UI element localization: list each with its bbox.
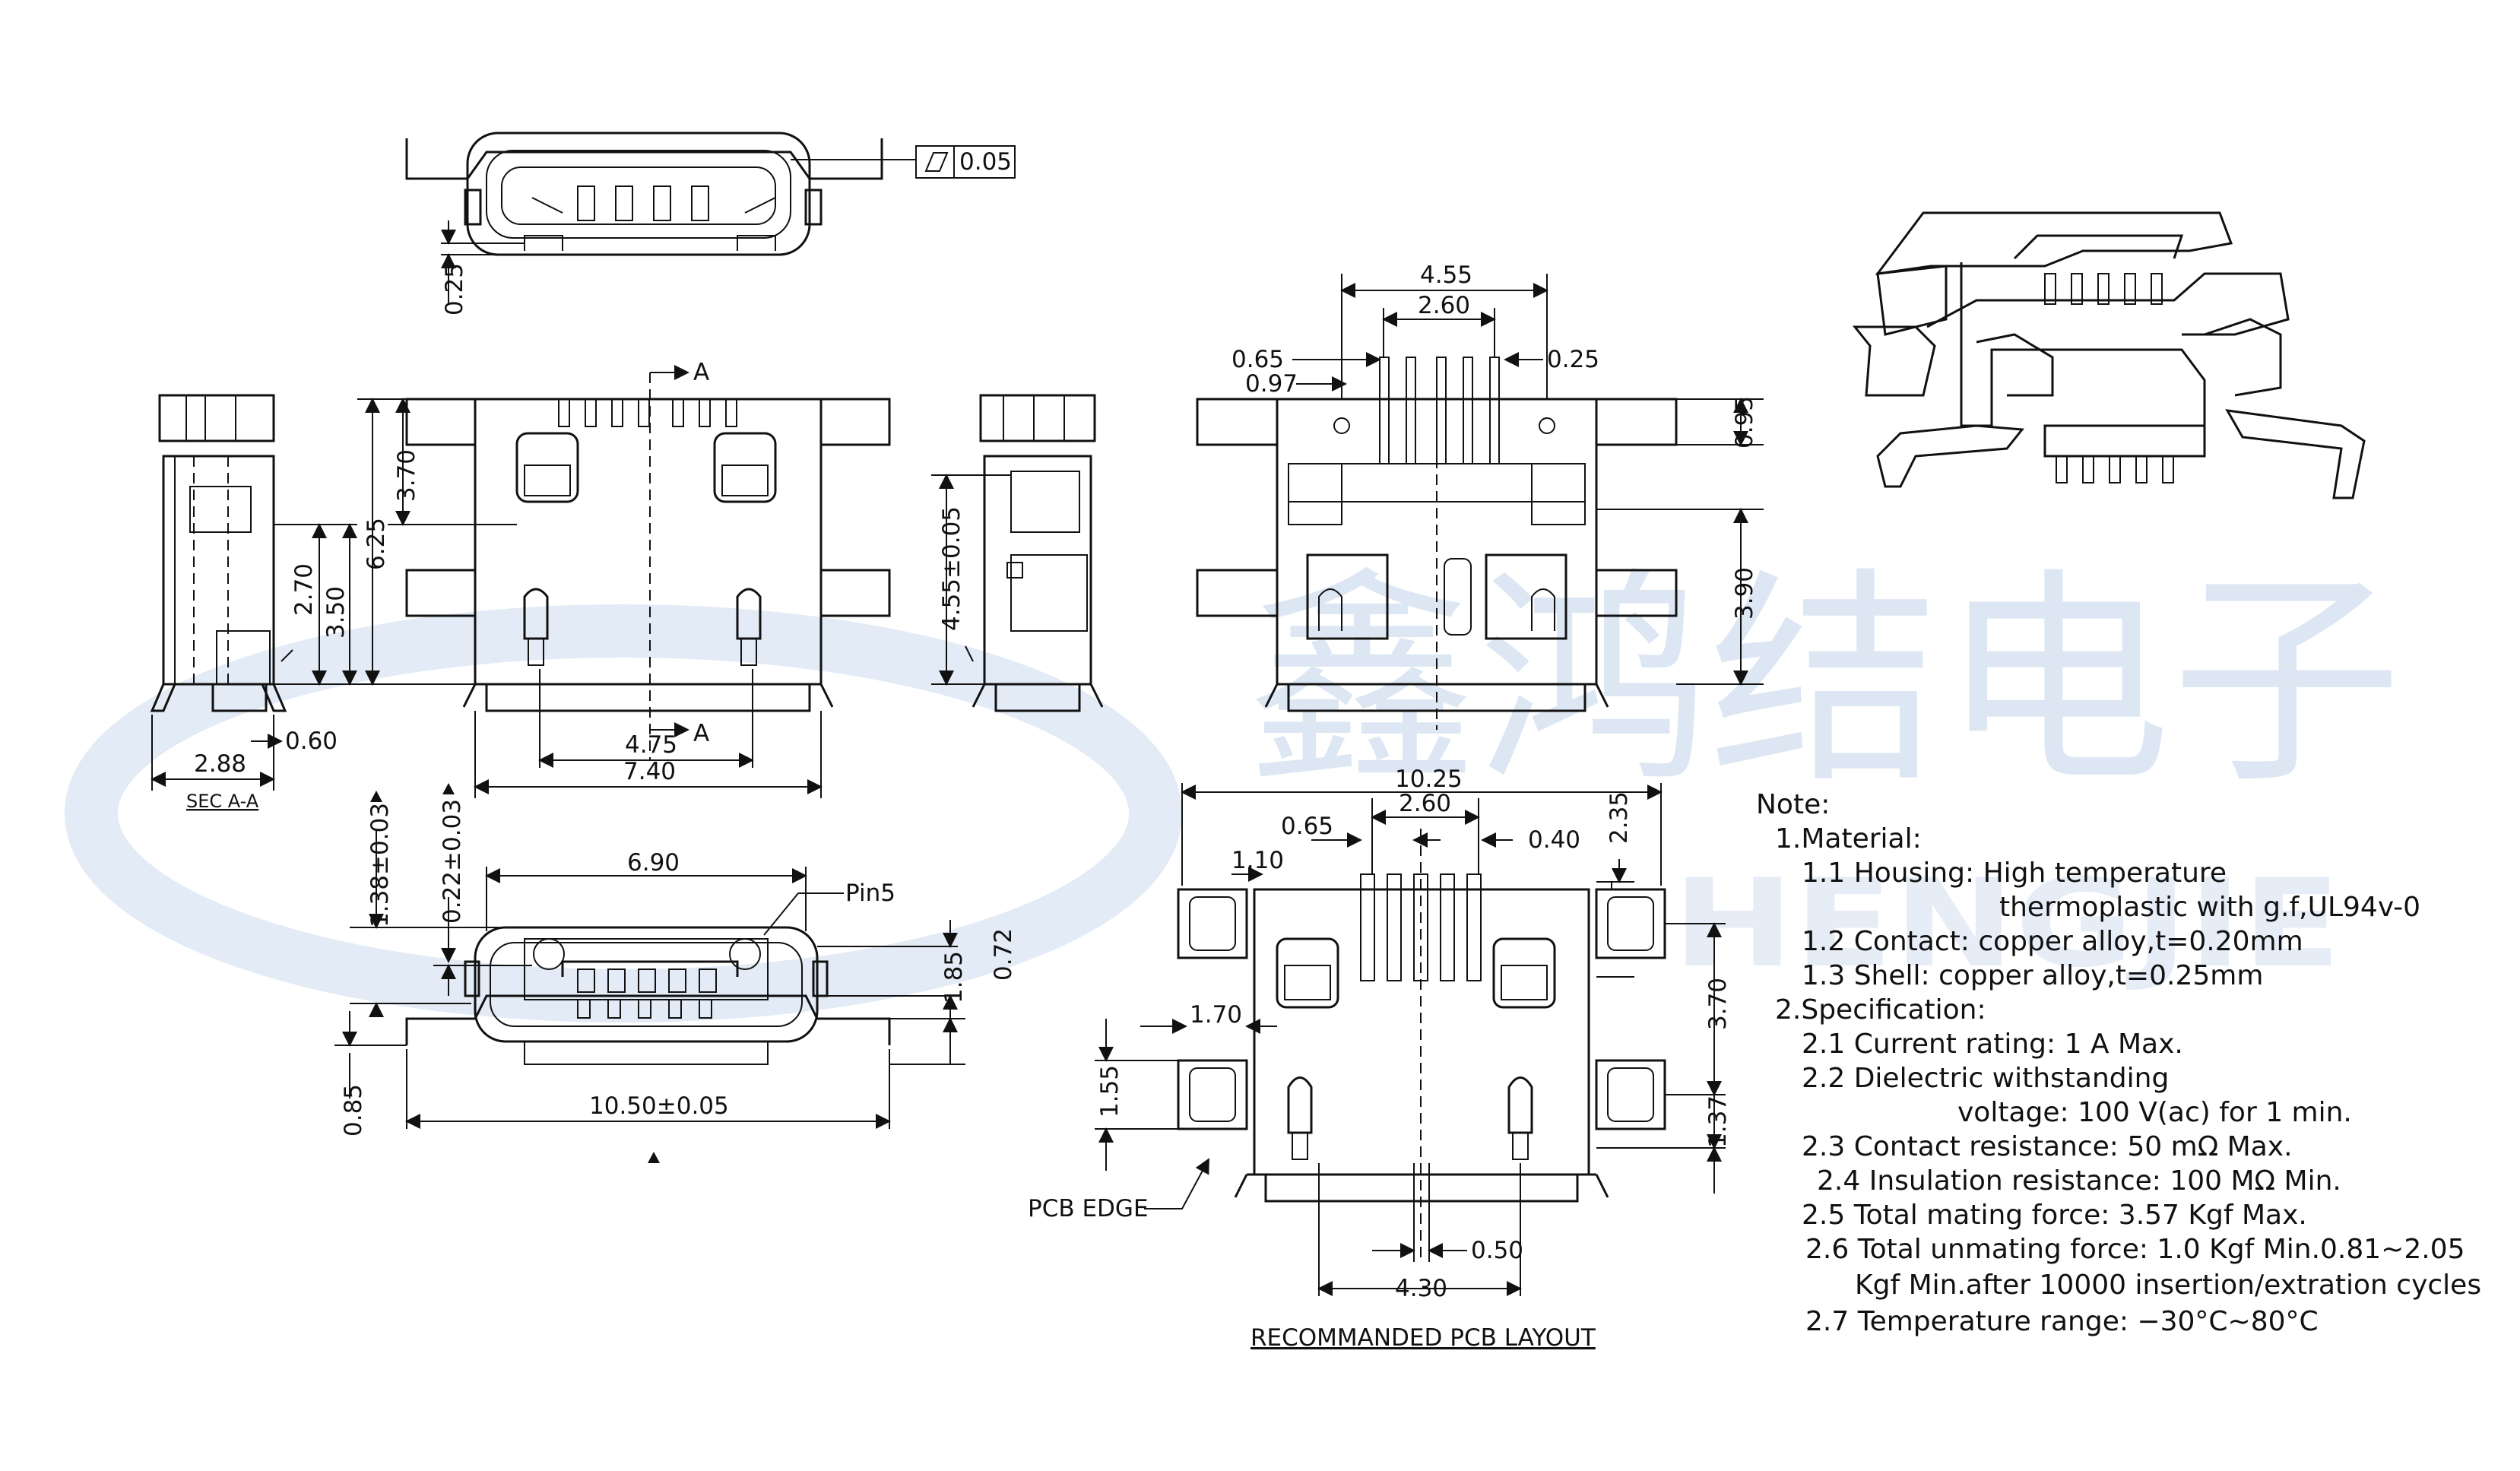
isometric-view [1852,211,2366,499]
dim-bottom-690: 6.90 [627,849,680,877]
dim-pcb-110: 1.10 [1231,847,1284,874]
dim-front-width: 7.40 [623,758,676,785]
dim-front-pitch: 4.75 [625,731,677,759]
dim-front-upper: 3.70 [393,449,420,502]
note-line: 2.2 Dielectric withstanding [1802,1063,2169,1094]
dim-pcb-155: 1.55 [1096,1065,1124,1118]
dim-pcb-170: 1.70 [1190,1001,1242,1029]
note-line: thermoplastic with g.f,UL94v-0 [1999,892,2420,923]
note-line: 1.Material: [1775,823,1922,854]
dim-pcb-235: 2.35 [1606,791,1633,844]
dim-pcb-050: 0.50 [1471,1237,1523,1264]
note-line: 2.4 Insulation resistance: 100 MΩ Min. [1817,1165,2341,1197]
top-view: 0.25 [405,132,883,315]
note-line: 1.3 Shell: copper alloy,t=0.25mm [1802,960,2263,991]
dim-bottom-072: 0.72 [990,928,1017,981]
note-line: 2.7 Temperature range: −30°C~80°C [1805,1306,2319,1337]
note-line: 2.Specification: [1775,994,1986,1026]
pcb-layout: 10.25 2.60 0.65 0.40 1.10 2.35 3.70 1.37… [1028,766,1732,1352]
section-title: SEC A-A [186,791,259,812]
dim-section-width: 2.88 [194,750,246,778]
dim-section-offset: 0.60 [285,728,338,755]
section-marker-top: A [693,359,709,386]
dim-pcb-040: 0.40 [1528,826,1580,854]
front-view: A A 6.25 3.70 4.75 7.40 [357,359,891,798]
datum-triangle-1 [370,791,382,802]
rear-view: 4.55 2.60 0.65 0.97 0.25 0.95 3.90 [1196,262,1764,730]
datum-triangle-2 [442,783,455,794]
note-line: 2.3 Contact resistance: 50 mΩ Max. [1802,1131,2293,1162]
note-line: voltage: 100 V(ac) for 1 min. [1957,1097,2352,1128]
dim-top-thickness: 0.25 [441,263,468,315]
flatness-value: 0.05 [959,148,1012,176]
dim-pcb-260: 2.60 [1399,790,1451,817]
watermark-company-en: HENGJIE [1672,852,2341,994]
dim-rear-065: 0.65 [1231,346,1284,373]
dim-front-height: 6.25 [363,518,390,570]
dim-rear-inner: 2.60 [1418,292,1470,319]
note-line: 2.1 Current rating: 1 A Max. [1802,1029,2183,1060]
dim-rear-097: 0.97 [1245,370,1298,398]
dim-bottom-185: 1.85 [940,951,968,1003]
dim-bottom-085: 0.85 [340,1084,367,1137]
flatness-icon [924,152,949,172]
note-line: Kgf Min.after 10000 insertion/extration … [1855,1270,2481,1301]
dim-pcb-430: 4.30 [1395,1275,1447,1302]
note-heading: Note: [1756,789,1830,820]
note-line: 1.1 Housing: High temperature [1802,858,2227,889]
note-line: 1.2 Contact: copper alloy,t=0.20mm [1802,926,2303,957]
dim-bottom-138: 1.38±0.03 [366,803,394,927]
flatness-callout: 0.05 [791,145,1016,179]
dim-pcb-370: 3.70 [1704,978,1732,1030]
section-marker-bottom: A [693,720,709,747]
dim-section-h1: 2.70 [290,563,318,616]
dim-bottom-022: 0.22±0.03 [439,799,466,924]
right-side-view: 4.55±0.05 [931,394,1104,712]
dim-side-height: 4.55±0.05 [938,506,965,631]
dim-rear-025: 0.25 [1547,346,1599,373]
note-line: 2.5 Total mating force: 3.57 Kgf Max. [1802,1200,2307,1231]
datum-triangle-3 [648,1152,660,1163]
note-line: 2.6 Total unmating force: 1.0 Kgf Min.0.… [1805,1234,2465,1265]
dim-bottom-width: 10.50±0.05 [589,1092,729,1120]
pcb-edge-label: PCB EDGE [1028,1195,1149,1222]
watermark-company-cn: 鑫鸿结电子 [1247,549,2402,814]
notes-block: Note: 1.Material: 1.1 Housing: High temp… [1756,789,2481,1337]
bottom-front-view: 6.90 Pin5 1.38±0.03 0.22±0.03 0.72 1.85 … [334,783,1017,1163]
dim-rear-outer: 4.55 [1420,262,1472,289]
dim-rear-390: 3.90 [1731,567,1758,620]
dim-pcb-137: 1.37 [1704,1095,1732,1148]
dim-rear-095: 0.95 [1731,396,1758,449]
pin5-label: Pin5 [845,880,895,907]
dim-pcb-065: 0.65 [1281,813,1333,840]
side-section-view: 2.88 0.60 2.70 3.50 SEC A-A [150,394,357,812]
dim-section-h2: 3.50 [322,586,350,639]
dim-pcb-1025: 10.25 [1395,766,1463,793]
pcb-layout-title: RECOMMANDED PCB LAYOUT [1250,1324,1596,1352]
